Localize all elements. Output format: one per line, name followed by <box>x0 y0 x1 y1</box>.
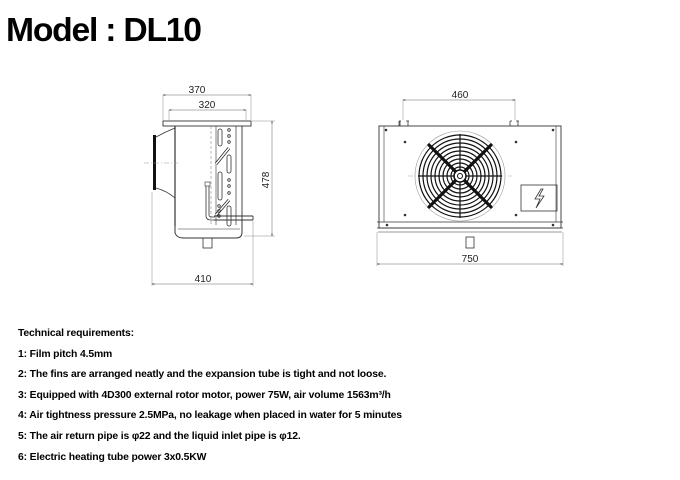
requirements-heading: Technical requirements: <box>18 328 134 339</box>
requirement-item: 1: Film pitch 4.5mm <box>18 348 113 360</box>
dim-478-label: 478 <box>261 171 272 188</box>
dim-460-label: 460 <box>452 90 469 101</box>
requirement-item: 2: The fins are arranged neatly and the … <box>18 369 387 381</box>
front-view <box>377 99 563 249</box>
dim-410-label: 410 <box>195 274 212 285</box>
requirement-item: 6: Electric heating tube power 3x0.5KW <box>18 451 207 463</box>
requirement-item: 4: Air tightness pressure 2.5MPa, no lea… <box>18 410 402 422</box>
dim-320-label: 320 <box>199 100 216 111</box>
technical-drawing: 370 320 478 410 <box>144 85 680 286</box>
model-title: Model : DL10 <box>6 11 202 48</box>
requirement-item: 5: The air return pipe is φ22 and the li… <box>18 430 301 442</box>
dim-750-label: 750 <box>462 254 479 265</box>
dim-370-label: 370 <box>189 85 206 96</box>
technical-requirements: Technical requirements: 1: Film pitch 4.… <box>18 324 402 468</box>
side-view <box>144 95 275 286</box>
lightning-bolt-icon <box>534 188 545 209</box>
fan-guard-icon <box>414 130 506 222</box>
requirement-item: 3: Equipped with 4D300 external rotor mo… <box>18 389 391 401</box>
